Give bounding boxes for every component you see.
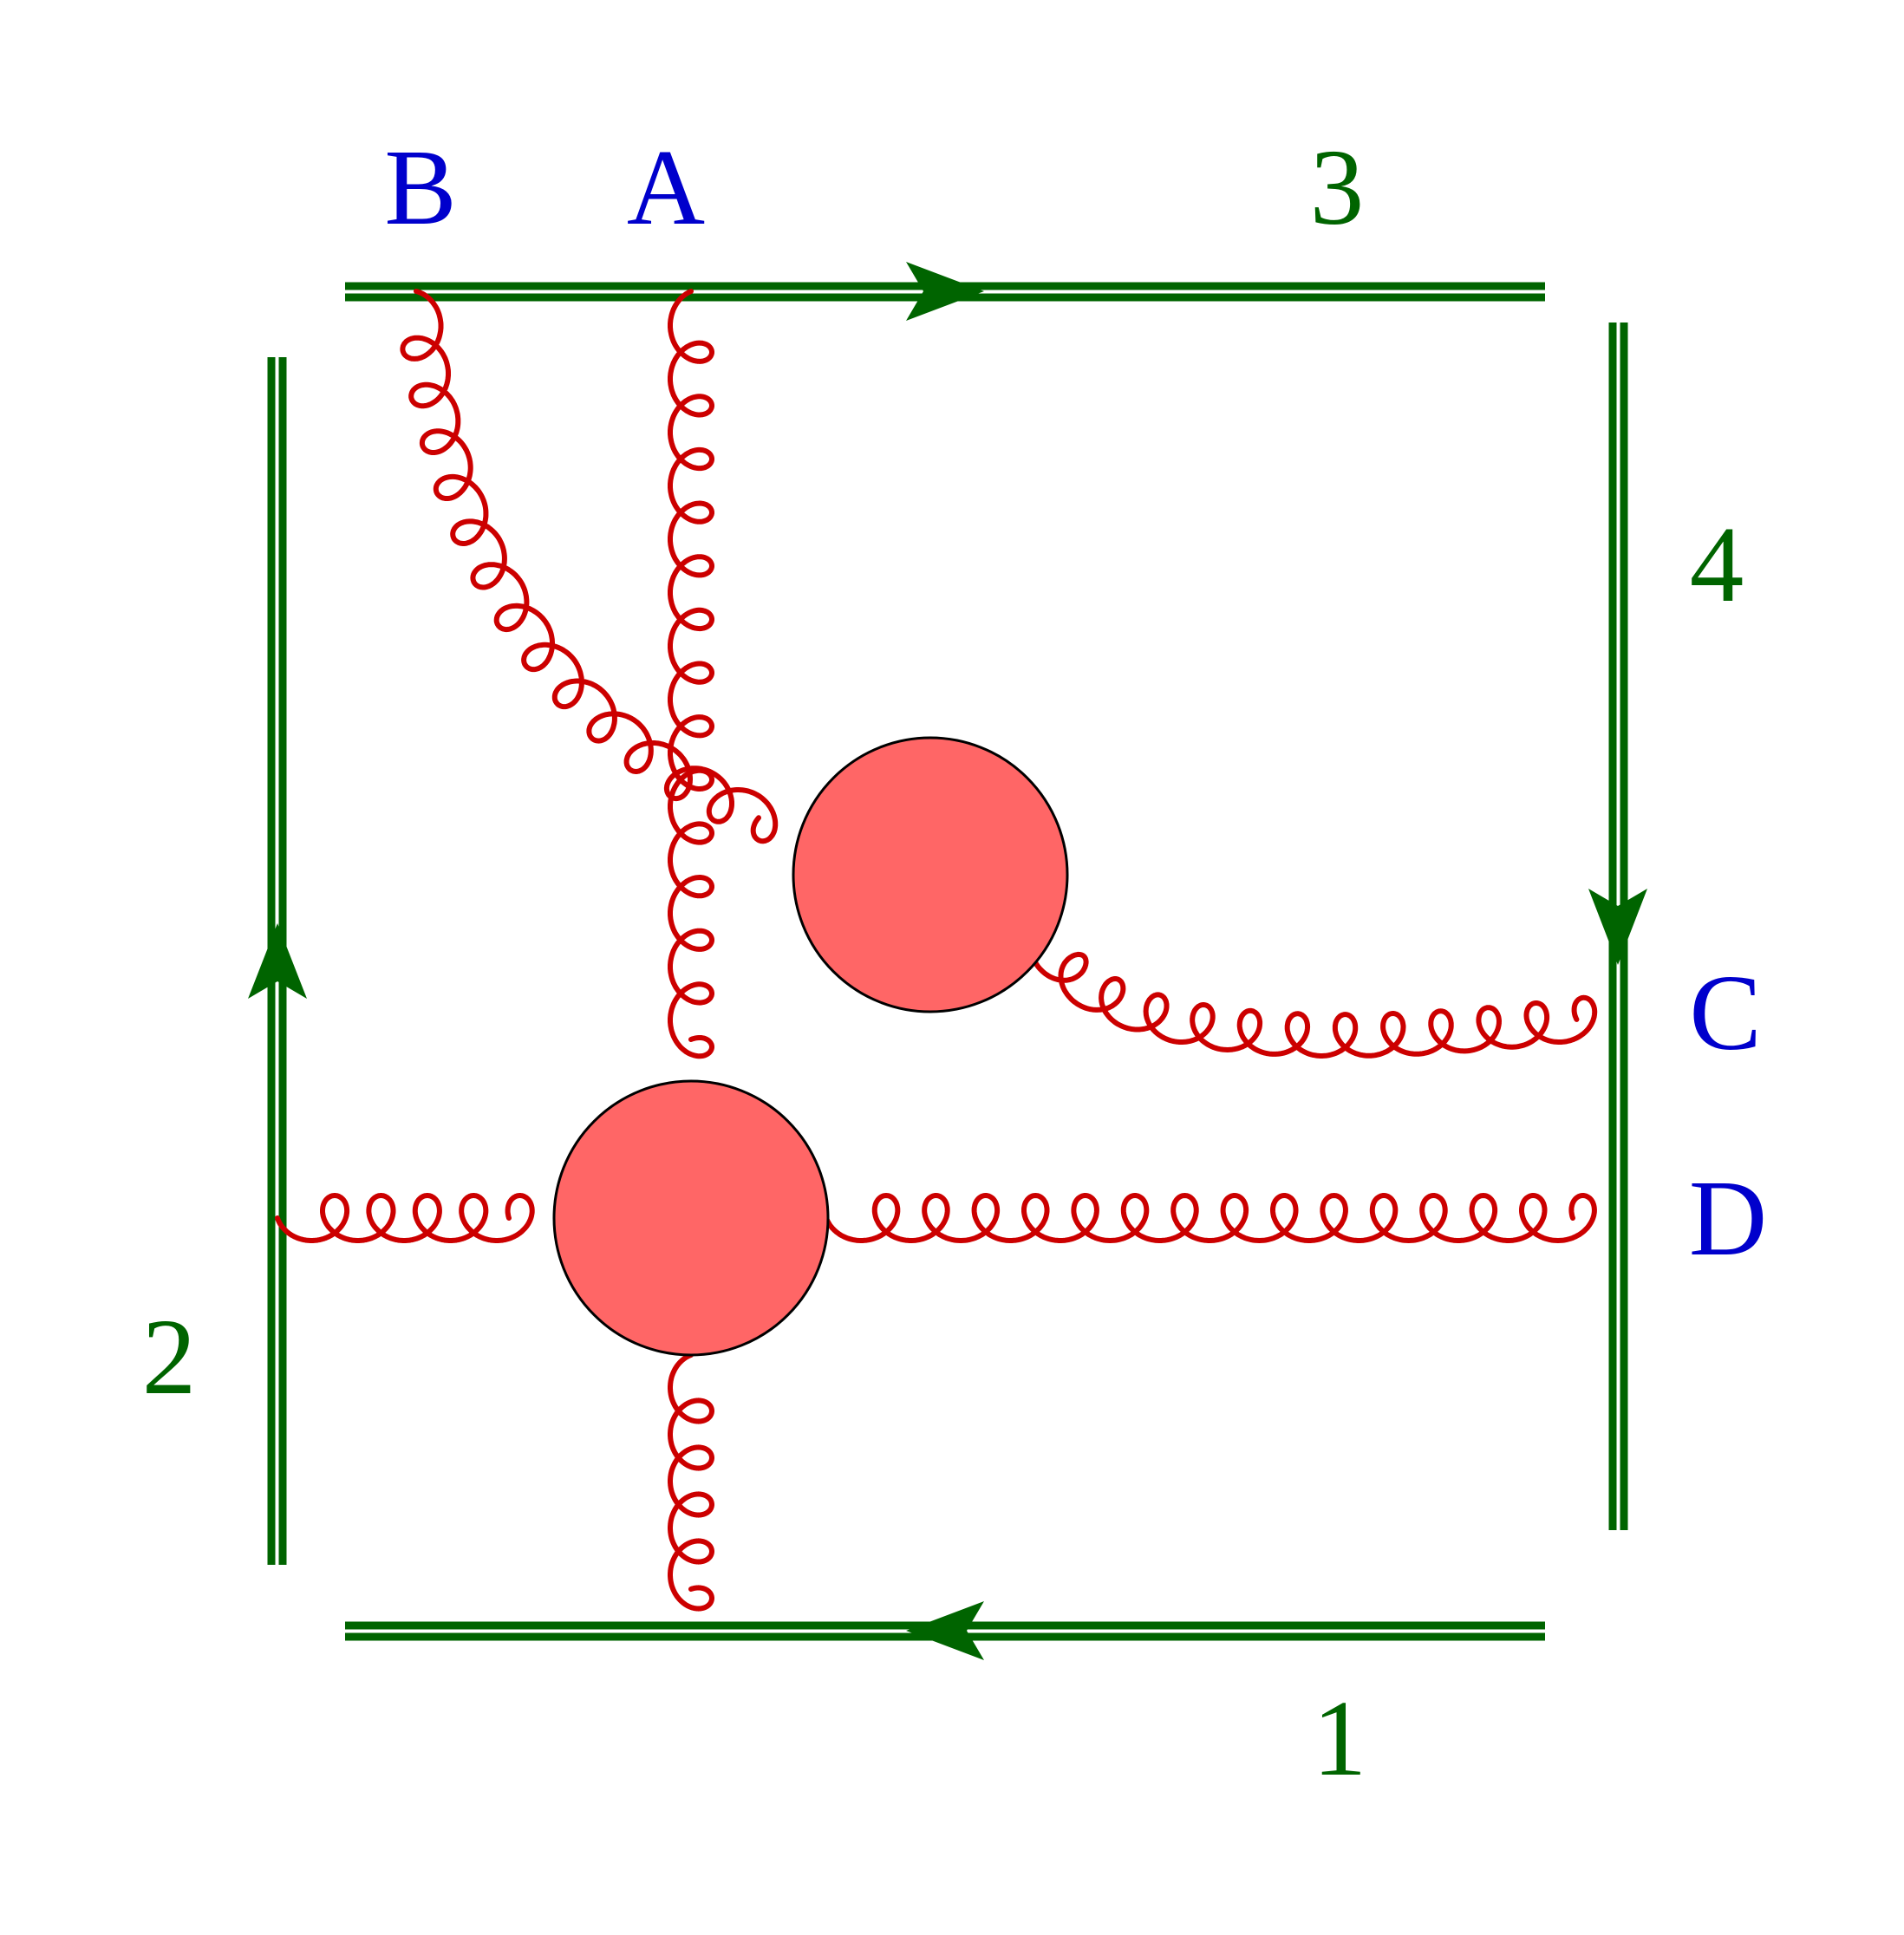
gluon-label-A: A [627,128,705,248]
gluon-D [824,1193,1597,1243]
lower-blob [552,1079,830,1357]
line-label-2: 2 [142,1298,197,1417]
line-label-1: 1 [1313,1679,1367,1799]
gluon-B [400,289,779,844]
wilson-line-1-bottom [345,1601,1545,1660]
gluon-lines [275,289,1598,1612]
line-label-4: 4 [1690,505,1744,625]
arrow-right-icon [906,262,984,321]
gluon-A [668,289,714,1059]
wilson-line-2-left [248,357,307,1565]
upper-blob [792,736,1069,1013]
gluon-left [275,1193,535,1243]
wilson-line-3-top [345,262,1545,321]
arrow-left-icon [906,1601,984,1660]
gluon-bottom [668,1352,714,1612]
line-label-3: 3 [1310,128,1365,248]
gluon-C [1027,921,1598,1059]
gluon-label-B: B [384,128,456,248]
gluon-label-C: C [1689,954,1761,1073]
arrow-up-icon [248,923,307,999]
wilson-line-4-right [1588,322,1647,1530]
arrow-down-icon [1588,889,1647,965]
gluon-label-D: D [1689,1159,1767,1279]
